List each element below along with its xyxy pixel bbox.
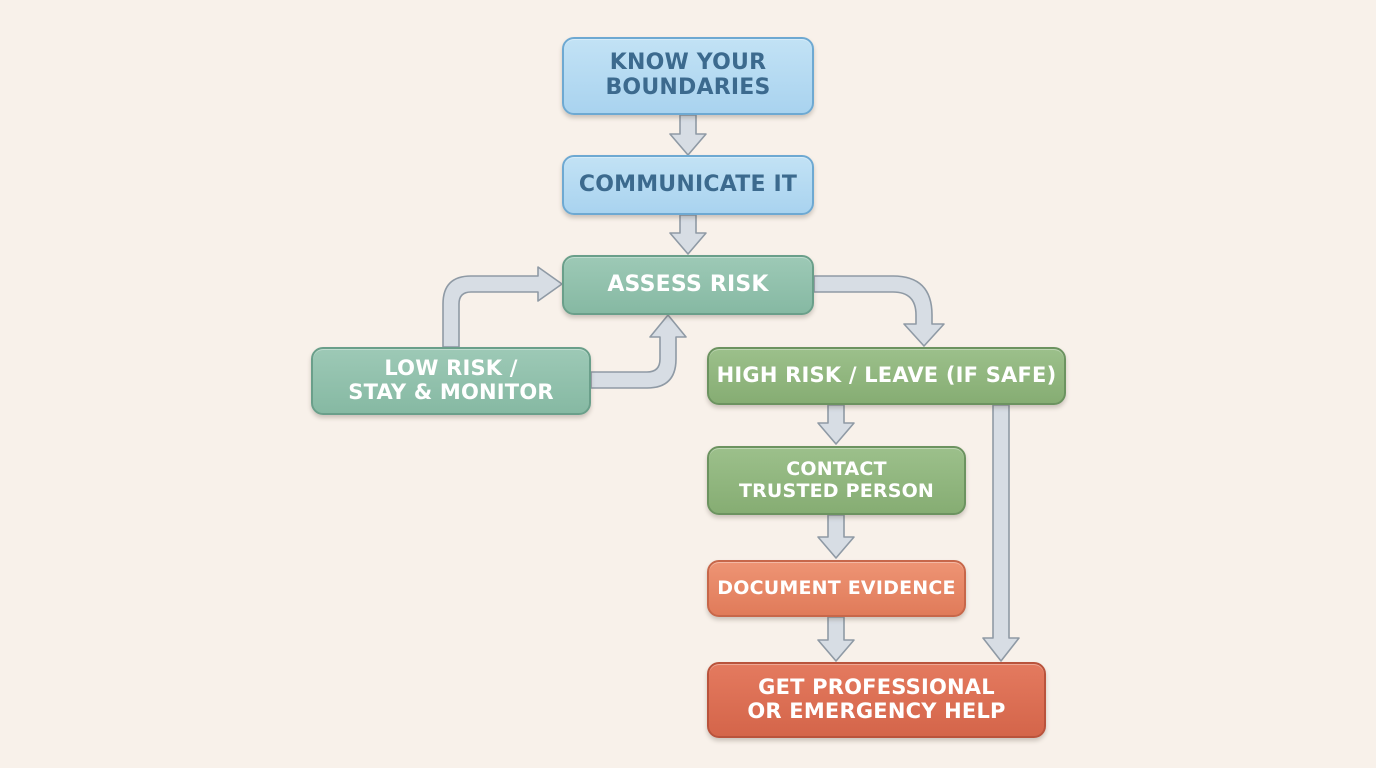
arrow-low-to-assess-left <box>442 266 563 348</box>
node-know-your-boundaries: KNOW YOUR BOUNDARIES <box>562 37 814 115</box>
node-get-professional-help: GET PROFESSIONAL OR EMERGENCY HELP <box>707 662 1046 738</box>
node-label-line: KNOW YOUR <box>609 50 767 76</box>
node-label-line: BOUNDARIES <box>605 75 771 100</box>
node-document-evidence: DOCUMENT EVIDENCE <box>707 560 966 617</box>
node-label-line: COMMUNICATE IT <box>578 171 798 197</box>
node-label-line: TRUSTED PERSON <box>738 479 935 502</box>
arrow-document-to-help <box>817 616 855 662</box>
arrow-low-to-assess-right <box>590 314 687 389</box>
node-assess-risk: ASSESS RISK <box>562 255 814 315</box>
arrow-assess-to-high <box>813 275 945 347</box>
node-communicate-it: COMMUNICATE IT <box>562 155 814 215</box>
node-label-line: LOW RISK / <box>384 356 518 381</box>
node-label-line: STAY & MONITOR <box>348 380 554 404</box>
node-label-line: ASSESS RISK <box>607 271 769 297</box>
arrow-communicate-to-assess <box>669 214 707 255</box>
arrow-know-to-communicate <box>669 114 707 156</box>
node-low-risk-stay-monitor: LOW RISK / STAY & MONITOR <box>311 347 591 415</box>
arrow-high-to-contact <box>817 404 855 445</box>
arrow-contact-to-document <box>817 514 855 559</box>
node-label-line: CONTACT <box>786 458 887 481</box>
node-label-line: OR EMERGENCY HELP <box>747 699 1006 723</box>
node-label-line: DOCUMENT EVIDENCE <box>717 576 956 599</box>
node-label-line: GET PROFESSIONAL <box>758 675 995 700</box>
node-label-line: HIGH RISK / LEAVE (IF SAFE) <box>716 363 1057 388</box>
node-contact-trusted-person: CONTACT TRUSTED PERSON <box>707 446 966 515</box>
node-high-risk-leave: HIGH RISK / LEAVE (IF SAFE) <box>707 347 1066 405</box>
arrow-high-to-help <box>982 404 1020 662</box>
